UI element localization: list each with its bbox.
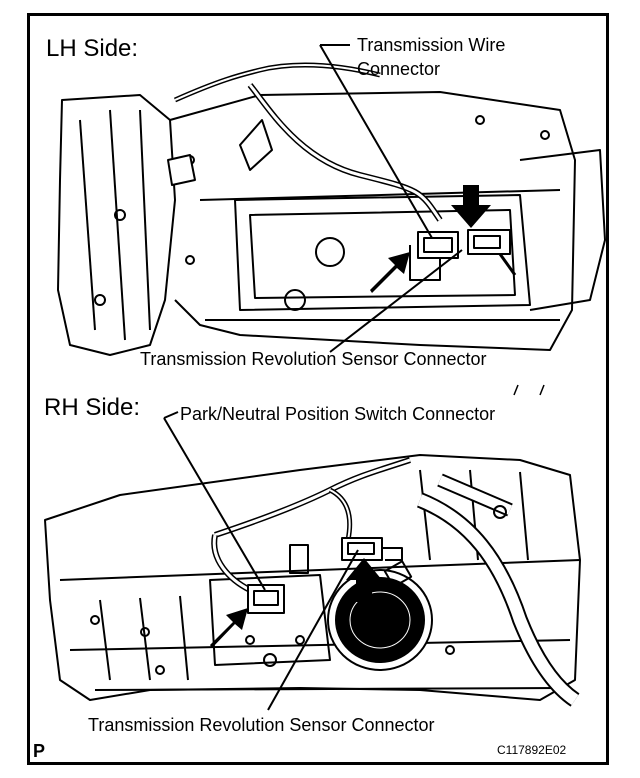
lh-revolution-sensor-connector-label: Transmission Revolution Sensor Connector xyxy=(140,349,487,369)
rh-leader-lines xyxy=(163,411,359,711)
lh-leader-lines xyxy=(319,44,463,353)
rh-arrow-up xyxy=(346,558,382,602)
rh-ticks xyxy=(513,384,545,396)
figure-code: C117892E02 xyxy=(497,743,567,757)
corner-mark: P xyxy=(33,741,46,761)
figure-frame xyxy=(27,13,609,765)
transmission-wire-connector-label-line2: Connector xyxy=(357,59,441,79)
rh-side-title: RH Side: xyxy=(44,394,141,421)
transmission-wire-connector-label-line1: Transmission Wire xyxy=(357,35,506,55)
lh-side-title: LH Side: xyxy=(46,35,139,62)
rh-transmission-drawing xyxy=(44,454,581,707)
rh-arrow-diagonal xyxy=(210,608,248,648)
lh-transmission-drawing xyxy=(57,62,606,356)
rh-revolution-sensor-connector-label: Transmission Revolution Sensor Connector xyxy=(88,715,435,735)
park-neutral-switch-connector-label: Park/Neutral Position Switch Connector xyxy=(180,404,496,424)
lh-arrow-diagonal xyxy=(370,252,410,293)
lh-arrow-down xyxy=(451,185,491,228)
